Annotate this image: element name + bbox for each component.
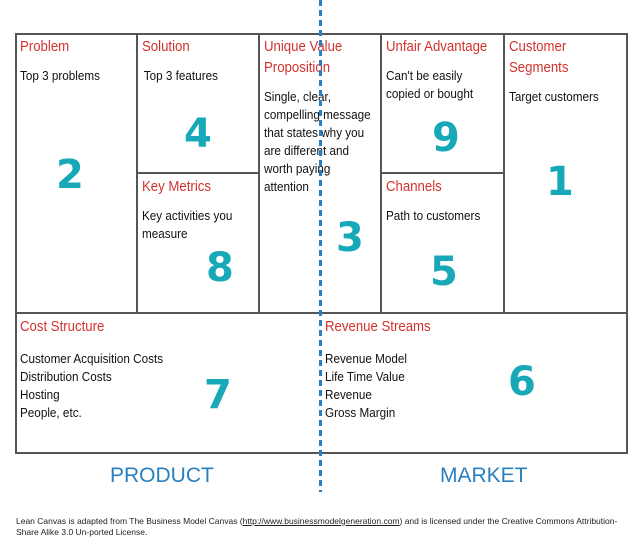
cell-item: Hosting [20,387,60,402]
cell-title: Problem [20,38,70,55]
footer-link[interactable]: http://www.businessmodelgeneration.com [242,516,400,526]
cell-title: Channels [386,178,442,195]
cell-cost-structure: Cost Structure Customer Acquisition Cost… [16,313,316,425]
cell-channels: Channels Path to customers [382,173,503,228]
step-number: 3 [336,215,364,261]
cell-title: Revenue Streams [325,318,431,335]
cell-desc: Path to customers [386,208,481,223]
step-number: 4 [184,111,212,157]
cell-title: Key Metrics [142,178,211,195]
cell-solution: Solution Top 3 features [138,33,258,88]
cell-title-line: Proposition [264,59,331,76]
cell-item: Revenue [325,387,372,402]
cell-desc: Top 3 features [143,68,218,83]
cell-item: People, etc. [20,405,82,420]
cell-desc: Target customers [509,89,599,104]
cell-title-line: Customer [509,38,567,55]
footer-text: ) and is licensed under the Creative Com… [16,516,618,537]
cell-item: Distribution Costs [20,369,112,384]
step-number: 5 [430,249,458,295]
license-footer: Lean Canvas is adapted from The Business… [16,516,636,538]
cell-desc-line: attention [264,179,309,194]
divider [380,172,505,174]
footer-text: Lean Canvas is adapted from The Business… [16,516,243,526]
cell-desc-line: Can't be easily [386,68,463,83]
cell-problem: Problem Top 3 problems [16,33,136,88]
step-number: 1 [546,159,574,205]
market-label: MARKET [440,464,528,487]
cell-desc-line: worth paying [264,161,331,176]
cell-title: Solution [142,38,190,55]
cell-key-metrics: Key Metrics Key activities you measure [138,173,258,246]
cell-desc: Top 3 problems [20,68,101,83]
cell-item: Gross Margin [325,405,396,420]
product-market-divider [319,0,322,492]
step-number: 9 [432,115,460,161]
cell-desc-line: are different and [264,143,350,158]
step-number: 2 [56,152,84,198]
cell-title: Unfair Advantage [386,38,488,55]
product-label: PRODUCT [110,464,214,487]
cell-desc-line: Single, clear, [264,89,331,104]
cell-item: Customer Acquisition Costs [20,351,164,366]
step-number: 6 [508,359,536,405]
cell-desc-line: that states why you [264,125,365,140]
cell-title-line: Segments [509,59,569,76]
cell-unique-value-proposition: Unique Value Proposition Single, clear, … [260,33,380,199]
cell-item: Revenue Model [325,351,407,366]
divider [136,172,260,174]
cell-customer-segments: Customer Segments Target customers [505,33,627,109]
step-number: 8 [206,245,234,291]
cell-item: Life Time Value [325,369,405,384]
cell-desc-line: compelling message [264,107,371,122]
cell-revenue-streams: Revenue Streams Revenue Model Life Time … [321,313,621,425]
cell-title: Cost Structure [20,318,105,335]
cell-title-line: Unique Value [264,38,343,55]
cell-unfair-advantage: Unfair Advantage Can't be easily copied … [382,33,503,106]
cell-desc-line: Key activities you [142,208,233,223]
step-number: 7 [204,372,232,418]
cell-desc-line: measure [142,226,188,241]
cell-desc-line: copied or bought [386,86,474,101]
